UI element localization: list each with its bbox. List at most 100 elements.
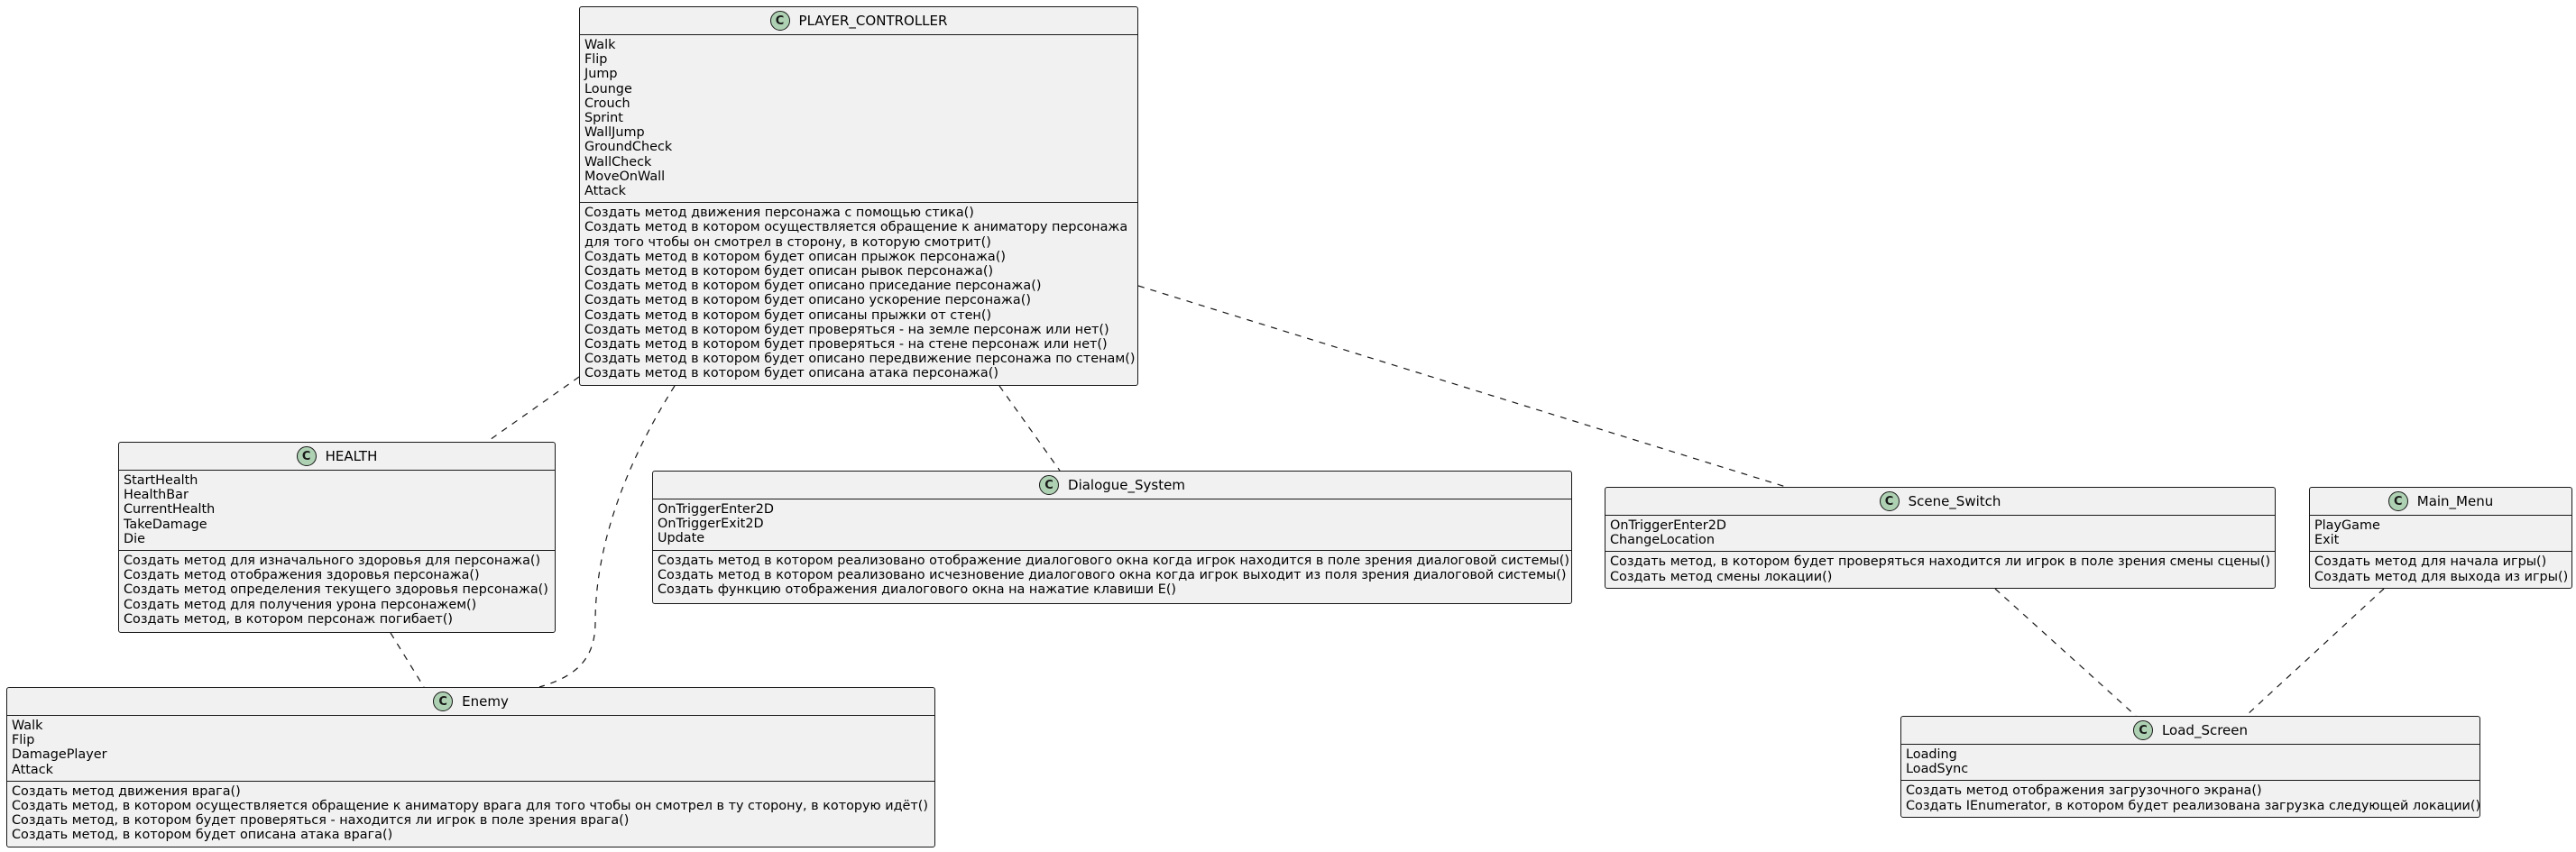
methods-section: Создать метод для изначального здоровья … [119, 550, 555, 630]
methods-section: Создать метод отображения загрузочного э… [1901, 780, 2481, 816]
method: Создать метод, в котором осуществляется … [12, 799, 929, 814]
class-header: C Load_Screen [1901, 717, 2479, 745]
field: Flip [12, 733, 35, 748]
fields-section: OnTriggerEnter2D OnTriggerExit2D Update [653, 499, 1571, 550]
class-name: Scene_Switch [1908, 493, 2001, 509]
field: Walk [584, 38, 616, 52]
method: Создать метод в котором будет описано ус… [584, 293, 1031, 308]
field: Die [124, 531, 145, 546]
field: Walk [12, 719, 43, 733]
method: Создать метод движения персонажа с помощ… [584, 206, 974, 221]
class-name: Enemy [462, 693, 509, 710]
method: Создать метод движения врага() [12, 783, 241, 799]
class-load-screen: C Load_Screen Loading LoadSync Создать м… [1900, 716, 2480, 818]
field: TakeDamage [124, 517, 207, 532]
edge-player-controller-dialogue-system [998, 385, 1061, 472]
field: Loading [1906, 747, 1957, 762]
method: Создать метод отображения загрузочного э… [1906, 783, 2262, 799]
method: Создать метод в котором будет описано пр… [584, 279, 1042, 294]
edge-player-controller-scene-switch [1137, 285, 1787, 488]
field: Crouch [584, 96, 630, 111]
method: Создать метод в котором будет описаны пр… [584, 307, 992, 323]
class-dialogue-system: C Dialogue_System OnTriggerEnter2D OnTri… [652, 471, 1572, 604]
method: Создать метод для выхода из игры() [2314, 569, 2569, 584]
class-icon: C [433, 692, 454, 711]
fields-section: Loading LoadSync [1901, 745, 2479, 780]
edge-main-menu-load-screen [2245, 588, 2385, 717]
class-health: C HEALTH StartHealth HealthBar CurrentHe… [118, 442, 556, 633]
class-name: Load_Screen [2161, 722, 2249, 738]
methods-section: Создать метод, в котором будет проверять… [1605, 551, 2275, 587]
class-icon: C [2132, 720, 2153, 740]
method: Создать метод для изначального здоровья … [124, 554, 541, 569]
class-header: C PLAYER_CONTROLLER [580, 7, 1137, 35]
class-player-controller: C PLAYER_CONTROLLER Walk Flip Jump Loung… [579, 6, 1138, 386]
fields-section: Walk Flip Jump Lounge Crouch Sprint Wall… [580, 35, 1137, 202]
field: Lounge [584, 81, 632, 96]
field: Attack [12, 762, 53, 777]
field: Sprint [584, 111, 623, 126]
methods-section: Создать метод движения врага() Создать м… [7, 780, 934, 847]
field: Jump [584, 67, 618, 82]
field: WallJump [584, 125, 645, 141]
class-header: C Enemy [7, 688, 934, 716]
method: Создать метод в котором осуществляется о… [584, 220, 1128, 235]
field: ChangeLocation [1610, 533, 1715, 548]
field: GroundCheck [584, 140, 673, 155]
class-header: C Main_Menu [2310, 488, 2571, 516]
class-scene-switch: C Scene_Switch OnTriggerEnter2D ChangeLo… [1605, 487, 2276, 589]
field: PlayGame [2314, 518, 2380, 533]
field: Attack [584, 184, 626, 199]
class-icon: C [1039, 475, 1060, 495]
method: Создать функцию отображения диалогового … [658, 582, 1177, 598]
method: Создать метод в котором реализовано исче… [658, 567, 1567, 582]
class-name: HEALTH [325, 448, 378, 464]
method: Создать метод отображения здоровья персо… [124, 568, 480, 583]
class-name: Main_Menu [2416, 493, 2494, 509]
method: Создать метод в котором будет описан пры… [584, 249, 1006, 264]
field: OnTriggerExit2D [658, 517, 764, 532]
field: OnTriggerEnter2D [658, 502, 774, 517]
method: Создать метод в котором реализовано отоб… [658, 553, 1569, 568]
field: HealthBar [124, 488, 189, 503]
class-enemy: C Enemy Walk Flip DamagePlayer Attack Со… [6, 687, 935, 847]
method: Создать метод смены локации() [1610, 569, 1833, 584]
fields-section: PlayGame Exit [2310, 516, 2571, 551]
edge-player-controller-health [486, 376, 580, 443]
method: Создать метод в котором будет описано пе… [584, 352, 1136, 367]
method: Создать метод в котором будет описана ат… [584, 366, 998, 381]
field: Exit [2314, 533, 2340, 548]
field: LoadSync [1906, 762, 1969, 777]
class-main-menu: C Main_Menu PlayGame Exit Создать метод … [2309, 487, 2572, 589]
field: OnTriggerEnter2D [1610, 518, 1726, 533]
field: MoveOnWall [584, 169, 666, 184]
field: Update [658, 531, 705, 546]
method: Создать метод в котором будет проверятьс… [584, 322, 1109, 337]
class-name: PLAYER_CONTROLLER [798, 13, 948, 29]
fields-section: OnTriggerEnter2D ChangeLocation [1605, 516, 2275, 551]
class-name: Dialogue_System [1068, 477, 1185, 493]
methods-section: Создать метод для начала игры() Создать … [2310, 551, 2571, 587]
edge-player-controller-enemy [538, 385, 676, 688]
method: Создать метод для начала игры() [2314, 554, 2547, 570]
class-header: C HEALTH [119, 443, 555, 471]
method: Создать метод, в котором будет проверять… [12, 813, 630, 829]
class-header: C Dialogue_System [653, 472, 1571, 499]
methods-section: Создать метод в котором реализовано отоб… [653, 549, 1571, 601]
field: Flip [584, 52, 608, 68]
field: StartHealth [124, 473, 198, 488]
method: Создать метод в котором будет проверятьс… [584, 337, 1108, 353]
class-icon: C [769, 11, 790, 31]
class-header: C Scene_Switch [1605, 488, 2275, 516]
method: Создать метод в котором будет описан рыв… [584, 264, 994, 279]
class-icon: C [2387, 491, 2408, 511]
class-icon: C [296, 446, 317, 466]
fields-section: StartHealth HealthBar CurrentHealth Take… [119, 471, 555, 550]
method: Создать метод, в котором будет проверять… [1610, 554, 2271, 570]
method: для того чтобы он смотрел в сторону, в к… [584, 234, 991, 250]
method: Создать метод определения текущего здоро… [124, 582, 548, 598]
methods-section: Создать метод движения персонажа с помощ… [580, 202, 1137, 384]
method: Создать IEnumerator, в котором будет реа… [1906, 798, 2481, 813]
